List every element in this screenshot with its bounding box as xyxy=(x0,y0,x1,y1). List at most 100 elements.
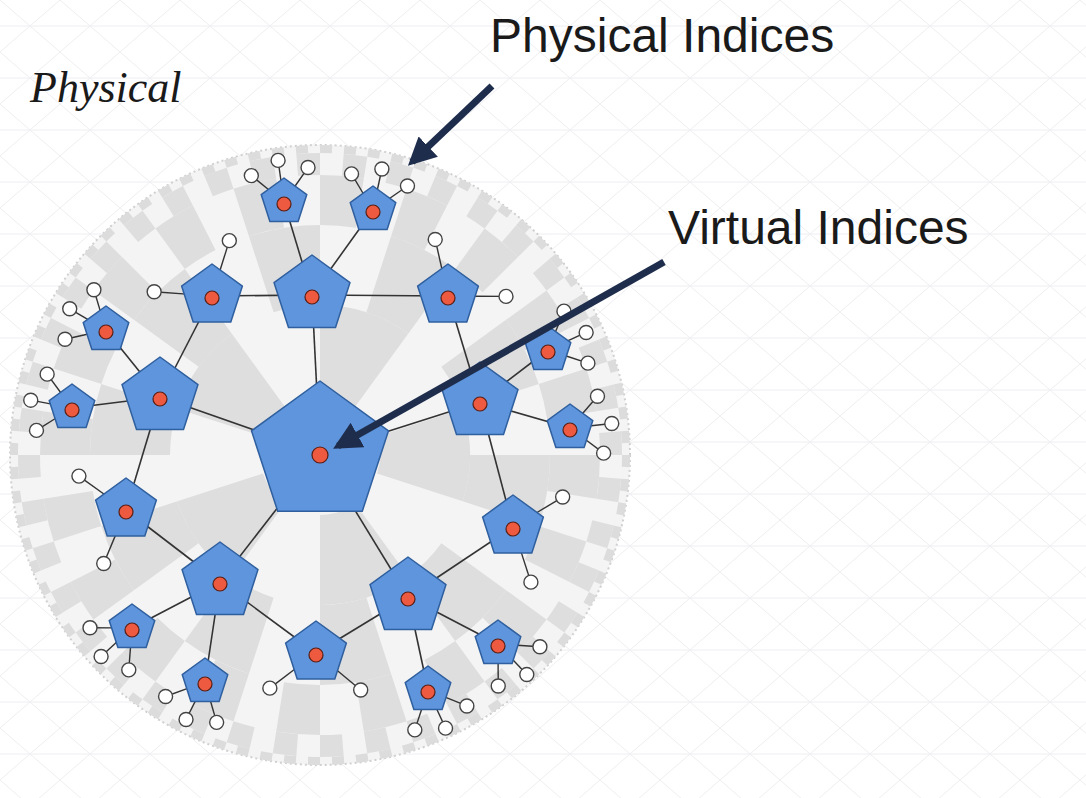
tiling-cell xyxy=(296,145,308,154)
tiling-cell xyxy=(603,548,614,562)
tensor-pentagon xyxy=(182,658,228,701)
physical-index xyxy=(179,712,193,726)
tiling-cell xyxy=(356,674,407,732)
tiling-cell xyxy=(586,520,613,548)
virtual-index xyxy=(421,685,435,699)
physical-index xyxy=(345,167,359,181)
virtual-index xyxy=(401,592,415,606)
tensor-pentagon xyxy=(96,478,157,536)
tiling-cell xyxy=(227,721,255,748)
physical-index xyxy=(499,289,513,303)
tiling-cell xyxy=(14,395,24,408)
tiling-cell xyxy=(260,751,273,761)
tiling-cell xyxy=(190,729,204,741)
tiling-cell xyxy=(155,206,215,269)
virtual-index xyxy=(563,423,577,437)
tensor-pentagon xyxy=(261,178,307,221)
tiling-cell xyxy=(158,185,172,198)
tiling-cell xyxy=(110,677,124,691)
tiling-cell xyxy=(618,407,628,420)
tiling-cell xyxy=(611,526,622,540)
tiling-cell xyxy=(44,304,57,318)
tiling-cell xyxy=(320,145,332,153)
tiling-cell xyxy=(620,479,629,492)
tiling-cell xyxy=(367,149,380,159)
tiling-cell xyxy=(29,560,41,574)
tiling-cell xyxy=(457,179,471,192)
tiling-cell xyxy=(12,490,22,503)
leader-arrow xyxy=(338,262,664,446)
virtual-index xyxy=(305,290,319,304)
tiling-cell xyxy=(38,581,50,595)
tensor-pentagon xyxy=(182,542,258,614)
tiling-cell xyxy=(84,245,98,259)
tiling-cell xyxy=(498,204,512,218)
tiling-cell xyxy=(516,219,530,233)
subscript-label: Physical xyxy=(30,62,182,113)
physical-index xyxy=(244,169,258,183)
virtual-index xyxy=(153,392,167,406)
tiling-cell xyxy=(11,419,20,432)
tiling-cell xyxy=(148,706,162,719)
virtual-index xyxy=(125,623,139,637)
physical-index xyxy=(408,723,422,737)
tiling-cell xyxy=(466,198,497,229)
virtual-index xyxy=(441,291,455,305)
tiling-cell xyxy=(564,273,577,287)
tensor-pentagon xyxy=(252,381,389,511)
physical-index xyxy=(58,332,72,346)
physical-index xyxy=(301,161,315,175)
tiling-cell xyxy=(599,336,611,350)
tiling-cell xyxy=(364,727,391,753)
virtual-index xyxy=(491,639,505,653)
physical-index xyxy=(439,721,453,735)
tiling-cell xyxy=(534,236,548,250)
virtual-index xyxy=(65,403,79,417)
tiling-cell xyxy=(26,362,53,390)
physical-index xyxy=(375,162,389,176)
poincare-disk xyxy=(10,145,630,765)
tensor-pentagon xyxy=(274,255,350,327)
tiling-cell xyxy=(622,455,630,467)
physical-index xyxy=(597,446,611,460)
physical-index xyxy=(354,683,368,697)
tiling-cell xyxy=(77,642,91,656)
virtual-index xyxy=(366,205,380,219)
tiling-cell xyxy=(224,157,238,168)
tiling-cell xyxy=(344,146,357,155)
tiling-cell xyxy=(201,164,215,176)
tiling-cell xyxy=(571,613,584,627)
virtual-index xyxy=(99,325,113,339)
tensor-pentagon xyxy=(350,186,396,229)
tensor-pentagon xyxy=(418,264,479,322)
tensor-pentagon xyxy=(49,384,95,427)
tensor-pentagon xyxy=(547,404,593,447)
tiling-cell xyxy=(488,699,502,712)
tiling-cell xyxy=(213,738,227,749)
tiling-cell xyxy=(607,359,618,373)
physical-index xyxy=(210,715,224,729)
tiling-cell xyxy=(583,592,596,606)
virtual-index xyxy=(541,345,555,359)
tensor-pentagon xyxy=(483,495,544,553)
tiling-cell xyxy=(43,491,101,542)
tiling-cell xyxy=(236,746,250,757)
tiling-cell xyxy=(138,197,152,210)
tiling-cell xyxy=(19,371,30,385)
tiling-cell xyxy=(22,537,33,551)
virtual-index xyxy=(119,505,133,519)
physical-index xyxy=(605,416,619,430)
tensor-pentagon xyxy=(370,557,446,629)
physical-index xyxy=(29,423,43,437)
tiling-cell xyxy=(569,562,599,592)
virtual-index xyxy=(312,447,328,463)
tiling-cell xyxy=(391,154,405,165)
tensor-pentagon xyxy=(182,264,243,322)
tiling-cell xyxy=(142,682,173,713)
tensor-pentagon xyxy=(122,357,198,429)
tiling-cell xyxy=(502,225,534,257)
physical-index xyxy=(24,393,38,407)
tiling-cell xyxy=(597,477,622,502)
tensor-pentagon xyxy=(442,362,518,434)
